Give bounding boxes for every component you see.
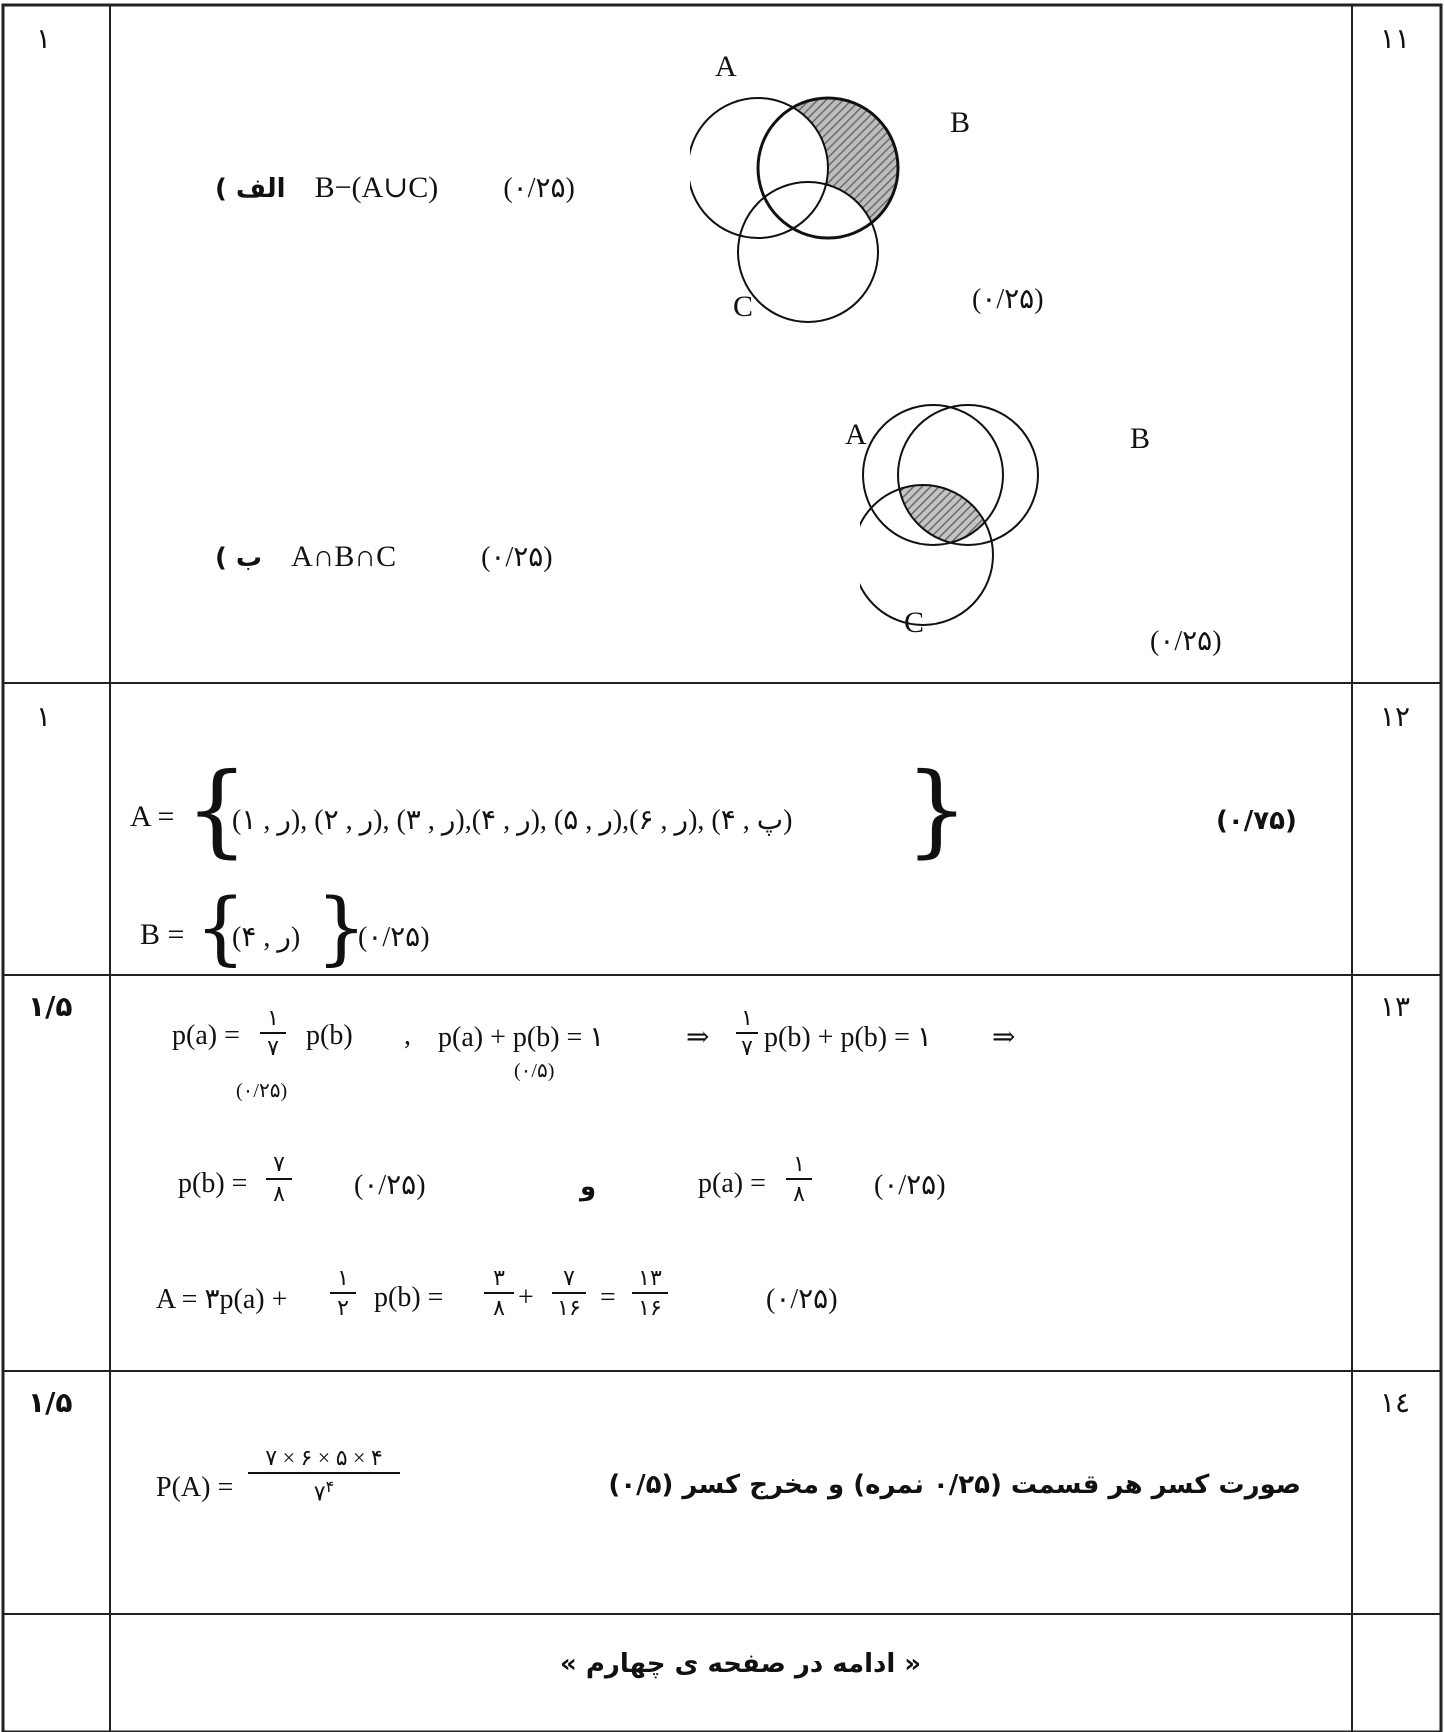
eq2-and: و (580, 1172, 597, 1202)
set-a-elements: (ر , ۱), (ر , ۲), (ر , ۳),(ر , ۴), (ر , … (232, 805, 793, 836)
eq1-comma: , (404, 1020, 411, 1051)
eq3-f4-denominator: ۱۶ (638, 1295, 662, 1320)
venn1-circle-c (737, 181, 879, 323)
set-b-open-brace: { (195, 881, 246, 974)
eq3-f1-numerator: ۱ (337, 1265, 349, 1290)
eq3-fraction-1: ۱ ۲ (330, 1266, 356, 1320)
eq3-plus: + (518, 1282, 534, 1313)
eq1-fraction-numerator: ۱ (267, 1005, 279, 1030)
eq1-implies-arrow-2: ⇒ (992, 1022, 1016, 1053)
continuation-note: « ادامه در صفحه ی چهارم » (560, 1649, 922, 1679)
venn2-label-a: A (845, 418, 867, 451)
eq2-pb-numerator: ۷ (273, 1151, 285, 1176)
eq3-f1-denominator: ۲ (337, 1295, 349, 1320)
part-b-expression: A∩B∩C (291, 540, 397, 573)
set-b-close-brace: } (316, 881, 367, 974)
part-b-line: ب ) A∩B∩C (۰/۲۵) (215, 540, 553, 574)
eq1-pb: p(b) (306, 1020, 353, 1051)
venn-diagram-2 (860, 404, 1039, 626)
eq3-f3-numerator: ۷ (563, 1265, 575, 1290)
eq1-fraction2-numerator: ۱ (741, 1005, 753, 1030)
p-a-fraction: ۷ × ۶ × ۵ × ۴ ۷۴ (248, 1446, 400, 1505)
venn2-circle-b (897, 404, 1039, 546)
eq3-fraction-2: ۳ ۸ (484, 1266, 514, 1320)
venn1-circle-b (756, 96, 900, 240)
question-number-11: ۱۱ (1380, 22, 1411, 55)
set-b-lhs: B = (140, 918, 185, 951)
eq2-pa-lhs: p(a) = (698, 1168, 766, 1199)
part-a-label: الف ) (215, 174, 286, 204)
score-14: ۱/۵ (28, 1386, 73, 1419)
part-a-line: الف ) B−(A∪C) (۰/۲۵) (215, 170, 575, 205)
venn1-label-c: C (733, 290, 754, 323)
set-a-close-brace: } (905, 751, 969, 868)
eq1-fraction-1-7: ۱ ۷ (260, 1006, 286, 1060)
score-12: ۱ (36, 700, 52, 733)
eq2-pa-mark: (۰/۲۵) (874, 1170, 946, 1201)
p-a-numerator: ۷ × ۶ × ۵ × ۴ (265, 1445, 383, 1470)
eq2-pa-fraction: ۱ ۸ (786, 1152, 812, 1206)
set-b-elements: (ر , ۴) (232, 922, 301, 953)
eq2-pb-mark: (۰/۲۵) (354, 1170, 426, 1201)
p-a-denominator-base: ۷ (313, 1480, 326, 1506)
eq2-pb-lhs: p(b) = (178, 1168, 248, 1199)
eq3-pb: p(b) = (374, 1282, 444, 1313)
eq1-fraction2-denominator: ۷ (741, 1035, 753, 1060)
venn-diagram-1 (690, 96, 900, 323)
eq3-mark: (۰/۲۵) (766, 1284, 838, 1315)
venn2-label-c: C (904, 606, 925, 639)
set-b-mark: (۰/۲۵) (358, 922, 430, 953)
p-a-denominator: ۷۴ (248, 1476, 400, 1505)
grading-note: صورت کسر هر قسمت (۰/۲۵ نمره) و مخرج کسر … (608, 1470, 1301, 1500)
venn1-label-a: A (715, 50, 737, 83)
eq3-f3-denominator: ۱۶ (557, 1295, 581, 1320)
eq1-sum: p(a) + p(b) = ۱ (438, 1022, 605, 1053)
eq1-rest: p(b) + p(b) = ۱ (764, 1022, 932, 1053)
eq1-implies-arrow-1: ⇒ (686, 1022, 710, 1053)
eq1-mark-1: (۰/۲۵) (236, 1080, 288, 1102)
eq2-pb-fraction: ۷ ۸ (266, 1152, 292, 1206)
eq3-fraction-3: ۷ ۱۶ (552, 1266, 586, 1320)
eq3-equals: = (600, 1282, 616, 1313)
set-a-mark: (۰/۷۵) (1216, 806, 1297, 836)
set-a-open-brace: { (185, 751, 249, 868)
score-13: ۱/۵ (28, 990, 73, 1023)
eq3-f2-denominator: ۸ (493, 1295, 505, 1320)
eq2-pa-denominator: ۸ (793, 1181, 805, 1206)
venn1-mark: (۰/۲۵) (972, 284, 1044, 315)
set-a-lhs: A = (130, 800, 175, 833)
venn1-circle-a (690, 97, 829, 239)
eq3-fraction-4: ۱۳ ۱۶ (632, 1266, 668, 1320)
venn1-label-b: B (950, 106, 971, 139)
eq1-mark-2: (۰/۵) (514, 1060, 555, 1082)
eq2-pa-numerator: ۱ (793, 1151, 805, 1176)
eq2-pb-denominator: ۸ (273, 1181, 285, 1206)
part-b-label: ب ) (215, 543, 263, 573)
eq1-fraction-denominator: ۷ (267, 1035, 279, 1060)
venn2-circle-c (860, 484, 994, 626)
part-b-mark: (۰/۲۵) (481, 542, 553, 573)
shaded-region-a-intersect-b-intersect-c (898, 485, 993, 545)
venn2-label-b: B (1130, 422, 1151, 455)
part-a-mark: (۰/۲۵) (503, 173, 575, 204)
p-a-denominator-exponent: ۴ (325, 1479, 335, 1496)
eq1-fraction-2: ۱ ۷ (736, 1006, 758, 1060)
eq3-f2-numerator: ۳ (493, 1265, 505, 1290)
score-11: ۱ (36, 22, 52, 55)
question-number-14: ۱٤ (1380, 1386, 1411, 1419)
part-a-expression: B−(A∪C) (314, 171, 439, 204)
question-number-12: ۱۲ (1380, 700, 1411, 733)
eq1-pa-lhs: p(a) = (172, 1020, 240, 1051)
eq3-lhs: A = ۳p(a) + (156, 1284, 288, 1315)
venn2-mark: (۰/۲۵) (1150, 626, 1222, 657)
venn2-circle-a (862, 404, 1004, 546)
eq3-f4-numerator: ۱۳ (638, 1265, 662, 1290)
p-a-lhs: P(A) = (156, 1472, 234, 1503)
question-number-13: ۱۳ (1380, 990, 1411, 1023)
